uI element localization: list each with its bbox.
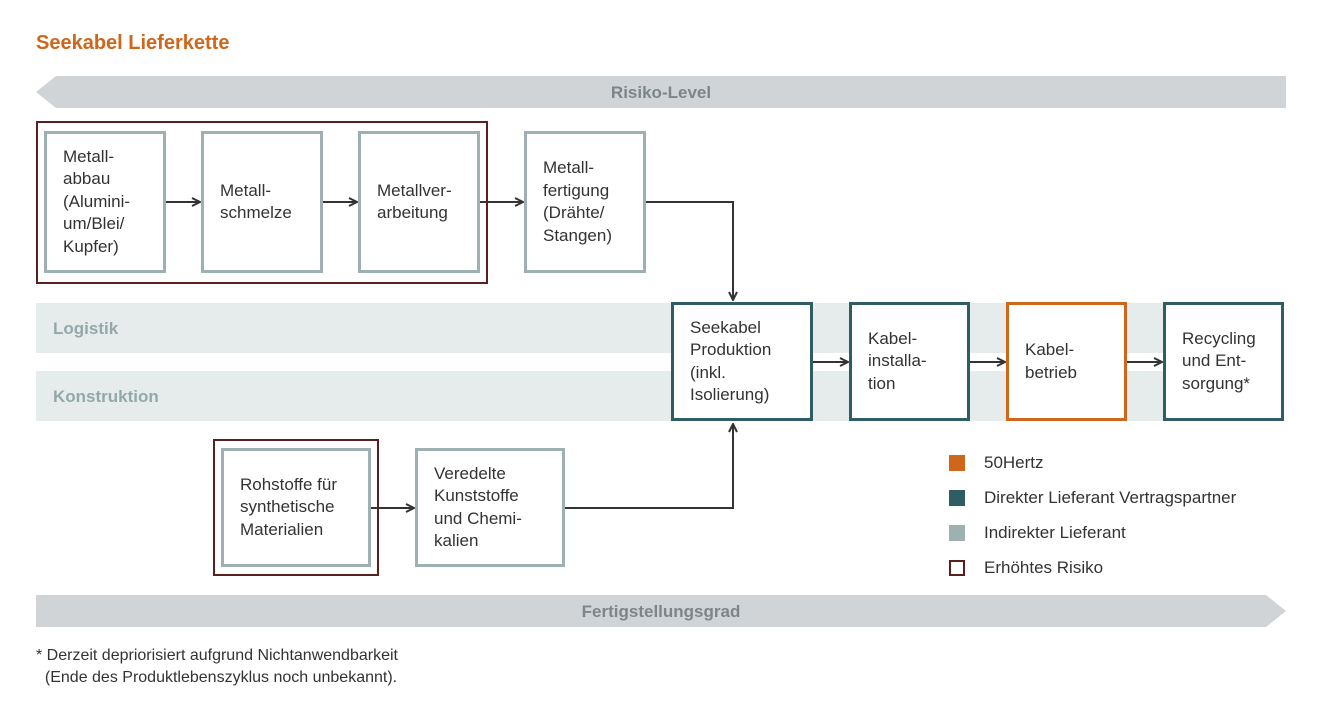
legend-swatch-direkter-lieferant [949,490,965,506]
page-title: Seekabel Lieferkette [36,32,230,54]
arrow-kunststoffe-produktion [565,424,733,509]
node-metallschmelze: Metall-schmelze [201,131,323,273]
node-kabelinstallation: Kabel-installa-tion [849,302,970,421]
legend-label-erhoehtes-risiko: Erhöhtes Risiko [984,558,1104,577]
legend-swatch-erhoehtes-risiko [949,560,965,576]
footnote-line-2: (Ende des Produktlebenszyklus noch unbek… [36,669,398,686]
fertigstellungsgrad-label: Fertigstellungsgrad [581,602,741,621]
legend-label-indirekter-lieferant: Indirekter Lieferant [984,523,1126,542]
risiko-level-label: Risiko-Level [610,83,712,102]
risiko-level-arrow-bar [36,76,1286,108]
arrow-fertigung-produktion [646,201,733,300]
footnote-line-1: * Derzeit depriorisiert aufgrund Nichtan… [36,647,398,664]
legend-swatch-50hertz [949,455,965,471]
fertigstellungsgrad-arrow-bar [36,595,1286,627]
band-logistik-label: Logistik [53,319,119,338]
node-metallabbau: Metall-abbau(Alumini-um/Blei/Kupfer) [44,131,166,273]
legend-label-50hertz: 50Hertz [984,453,1044,472]
node-metallverarbeitung: Metallver-arbeitung [358,131,480,273]
legend-swatch-indirekter-lieferant [949,525,965,541]
band-konstruktion-label: Konstruktion [53,387,159,406]
node-metallfertigung: Metall-fertigung(Drähte/Stangen) [524,131,646,273]
legend-label-direkter-lieferant: Direkter Lieferant Vertragspartner [984,488,1237,507]
footnote: * Derzeit depriorisiert aufgrund Nichtan… [36,645,398,689]
node-kabelbetrieb: Kabel-betrieb [1006,302,1127,421]
